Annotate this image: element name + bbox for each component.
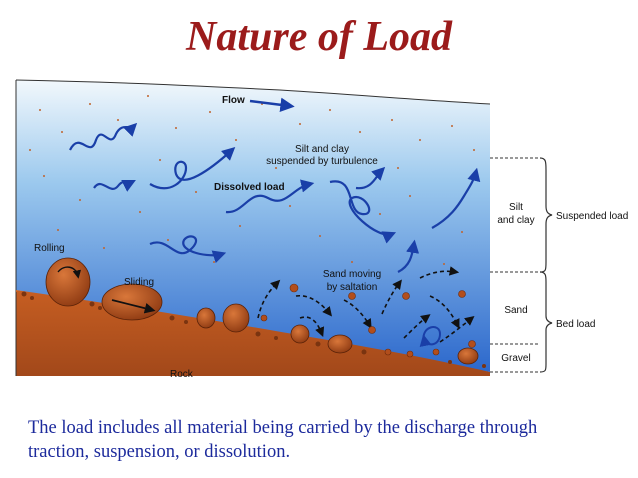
bed-load-label: Bed load (556, 319, 595, 330)
silt-clay-label-line1: Silt and clay (295, 144, 349, 155)
dissolved-load-label: Dissolved load (214, 182, 285, 193)
gravel-bracket-label: Gravel (501, 353, 530, 364)
suspension-arrows (69, 122, 481, 273)
sliding-arrow (111, 299, 156, 314)
sand-saltation-label-line2: by saltation (327, 282, 378, 293)
flow-label: Flow (222, 95, 245, 106)
flow-arrow (249, 97, 295, 112)
caption-line-2: traction, suspension, or dissolution. (28, 442, 291, 462)
rock-label: Rock (170, 369, 194, 380)
slide-title: Nature of Load (186, 14, 452, 60)
caption-line-1: The load includes all material being car… (28, 418, 538, 438)
eddy-arrow (419, 326, 442, 348)
layer-brackets (490, 157, 540, 373)
suspended-load-label: Suspended load (556, 211, 628, 222)
silt-clay-label-line2: suspended by turbulence (266, 156, 378, 167)
rolling-label: Rolling (34, 243, 65, 254)
sand-saltation-label-line1: Sand moving (323, 269, 381, 280)
rolling-arrow (57, 266, 82, 279)
rolling-boulder (45, 257, 91, 307)
sliding-label: Sliding (124, 277, 154, 288)
silt-bracket-label-line1: Silt (509, 202, 523, 213)
sliding-boulder (101, 283, 163, 321)
saltation-arrows (257, 266, 475, 343)
sand-bracket-label: Sand (504, 305, 527, 316)
bed-load-brace (539, 271, 553, 373)
silt-bracket-label-line2: and clay (497, 215, 534, 226)
suspended-load-brace (539, 157, 553, 273)
suspended-particles (29, 95, 475, 265)
slide-caption: The load includes all material being car… (28, 416, 628, 464)
gravel-grains (21, 291, 486, 368)
sand-grains (260, 283, 476, 358)
